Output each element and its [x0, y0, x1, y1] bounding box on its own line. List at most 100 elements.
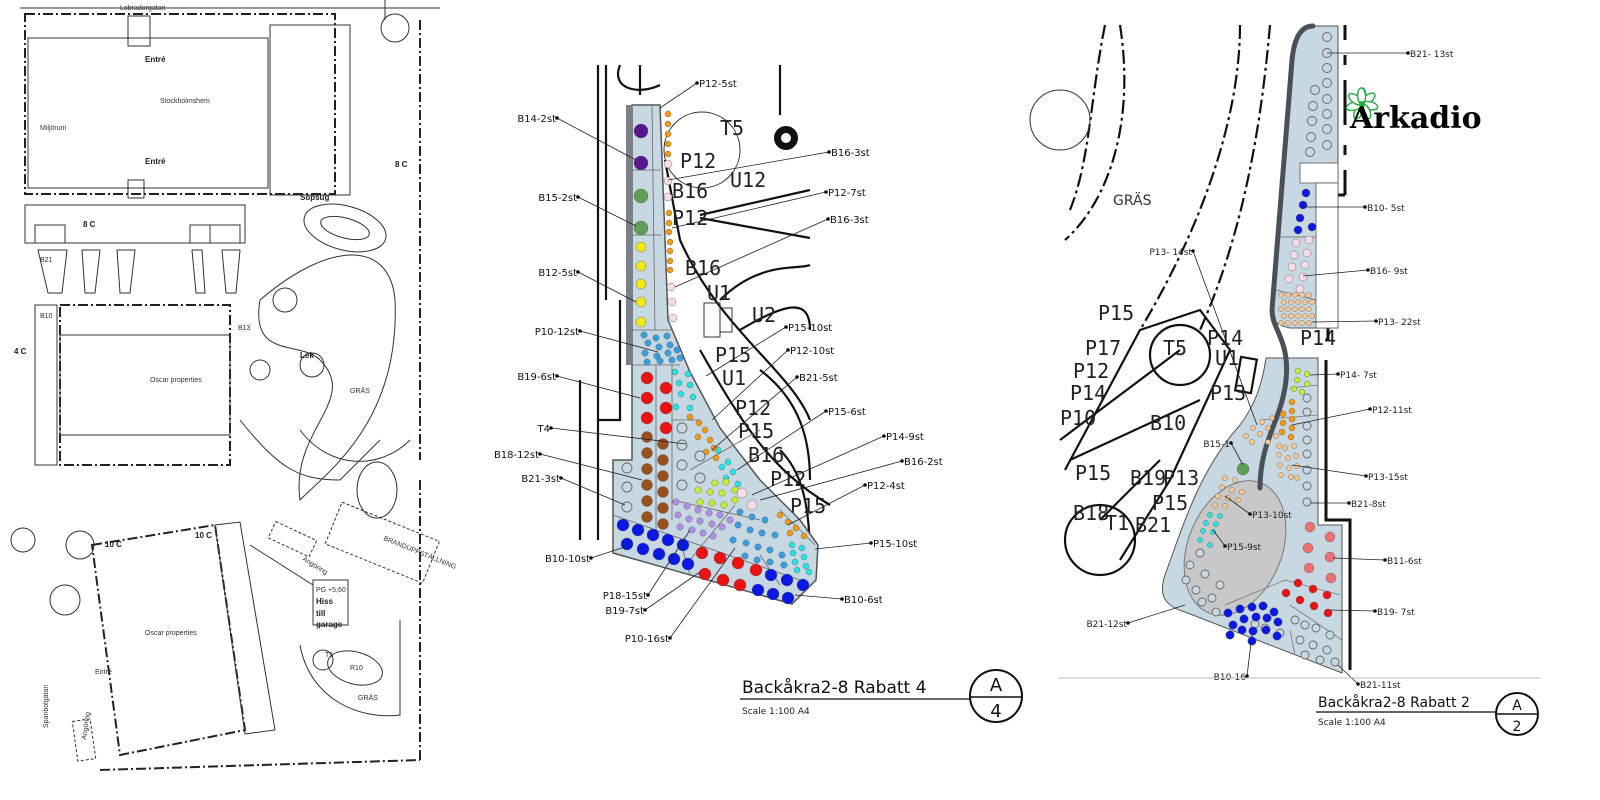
- plant-b11: [1324, 531, 1336, 543]
- plant-b21: [1306, 132, 1316, 142]
- plant-b21: [1302, 449, 1312, 459]
- plant-label: P12-10st: [790, 346, 834, 357]
- leader-line: [539, 453, 643, 481]
- plant-p13: [1276, 452, 1282, 458]
- plant-p10: [761, 516, 769, 524]
- plant-b14: [633, 123, 649, 139]
- leader-dot: [795, 375, 799, 379]
- plant-p13: [1278, 320, 1284, 326]
- plan-symbol-label: B10: [1150, 411, 1186, 435]
- site-plan-label: Sopsug: [300, 193, 329, 202]
- plant-b16: [1284, 274, 1294, 284]
- plant-p12: [706, 436, 714, 444]
- plant-b18: [657, 454, 669, 466]
- plant-label: B16-3st: [830, 215, 869, 226]
- plant-p13: [1235, 497, 1241, 503]
- plant-p13: [1309, 313, 1315, 319]
- site-plan-label: B21: [40, 257, 53, 264]
- plan-symbol-label: P12: [1073, 359, 1109, 383]
- plant-b16: [1304, 235, 1314, 245]
- plan-symbol-label: B21: [1135, 513, 1171, 537]
- leader-line: [579, 330, 659, 353]
- plant-callout: P18-15st: [603, 529, 691, 602]
- plant-p13: [1265, 425, 1271, 431]
- plant-label: B15-1: [1203, 440, 1230, 450]
- site-plan-label: T5: [325, 652, 333, 659]
- leader-dot: [549, 426, 553, 430]
- leader-dot: [1366, 268, 1370, 272]
- plant-b10: [681, 557, 695, 571]
- plant-p18: [726, 516, 734, 524]
- plant-b21: [1207, 593, 1217, 603]
- plant-b21: [1311, 623, 1321, 633]
- plant-b12: [635, 278, 647, 290]
- plant-label: P12-11st: [1372, 406, 1412, 416]
- leader-line: [787, 484, 866, 526]
- arkadio-logo: Arkadio: [1345, 87, 1482, 136]
- leader-dot: [578, 329, 582, 333]
- site-plan-label: Hiss: [316, 597, 333, 606]
- plant-b16: [736, 487, 748, 499]
- leader-line: [1302, 269, 1369, 277]
- plant-b19: [1323, 608, 1333, 618]
- leader-dot: [784, 325, 788, 329]
- street-name: Lobradorgatan: [120, 5, 166, 12]
- plant-label: P12-7st: [828, 188, 866, 199]
- plant-callout: B16-3st: [674, 215, 869, 288]
- plant-p13: [1278, 306, 1284, 312]
- plant-p13: [1215, 493, 1221, 499]
- plant-p12: [1288, 415, 1296, 423]
- plant-b10: [1293, 225, 1303, 235]
- leader-line: [711, 376, 798, 451]
- leader-dot: [1373, 609, 1377, 613]
- leader-dot: [1191, 249, 1195, 253]
- leader-line: [577, 271, 637, 303]
- leader-line: [759, 460, 903, 501]
- plant-p14: [1303, 381, 1310, 388]
- plant-callout: B16- 9st: [1302, 267, 1408, 277]
- plant-label: P13- 14st: [1149, 248, 1192, 258]
- plant-p18: [685, 515, 693, 523]
- plant-b19: [1295, 595, 1305, 605]
- plant-b16: [1298, 272, 1308, 282]
- leader-dot: [646, 593, 650, 597]
- plant-p18: [694, 506, 702, 514]
- plant-b21: [1322, 78, 1332, 88]
- plant-p12: [1278, 428, 1286, 436]
- plant-callout: B21-11st: [1337, 664, 1401, 691]
- leader-line: [1337, 664, 1359, 685]
- plant-label: B21- 13st: [1410, 50, 1454, 60]
- plant-b21: [1308, 640, 1318, 650]
- plan-symbol-label: B19: [1130, 466, 1166, 490]
- plant-p15: [1203, 520, 1209, 526]
- plant-p13: [1229, 487, 1235, 493]
- plant-b21: [1302, 435, 1312, 445]
- building-oscar-properties-2: [90, 523, 247, 757]
- plant-b21: [1302, 421, 1312, 431]
- leader-line: [1332, 557, 1386, 561]
- plant-b18: [657, 470, 669, 482]
- leader-line: [1212, 529, 1226, 547]
- plant-p18: [708, 520, 716, 528]
- plan-symbol-label: P15: [790, 494, 826, 518]
- plant-b19: [1293, 578, 1303, 588]
- leader-dot: [1364, 474, 1368, 478]
- plant-p18: [696, 517, 704, 525]
- plant-b21: [1215, 580, 1225, 590]
- leader-line: [560, 477, 626, 506]
- plant-callout: B15-1: [1203, 440, 1244, 466]
- plant-p14: [718, 489, 726, 497]
- plan-symbol-label: U12: [730, 168, 766, 192]
- leader-line: [1192, 250, 1258, 426]
- plant-p13: [1288, 313, 1294, 319]
- site-plan-label: R10: [350, 665, 363, 672]
- plant-b16: [663, 176, 673, 186]
- plant-p13: [1302, 313, 1308, 319]
- plant-b10: [1237, 625, 1247, 635]
- sheet-letter: A: [990, 675, 1003, 696]
- plant-label: P12-5st: [699, 79, 737, 90]
- plant-p12: [664, 130, 672, 138]
- plant-p14: [694, 486, 702, 494]
- plant-p12: [665, 209, 673, 217]
- plant-p10: [655, 343, 663, 351]
